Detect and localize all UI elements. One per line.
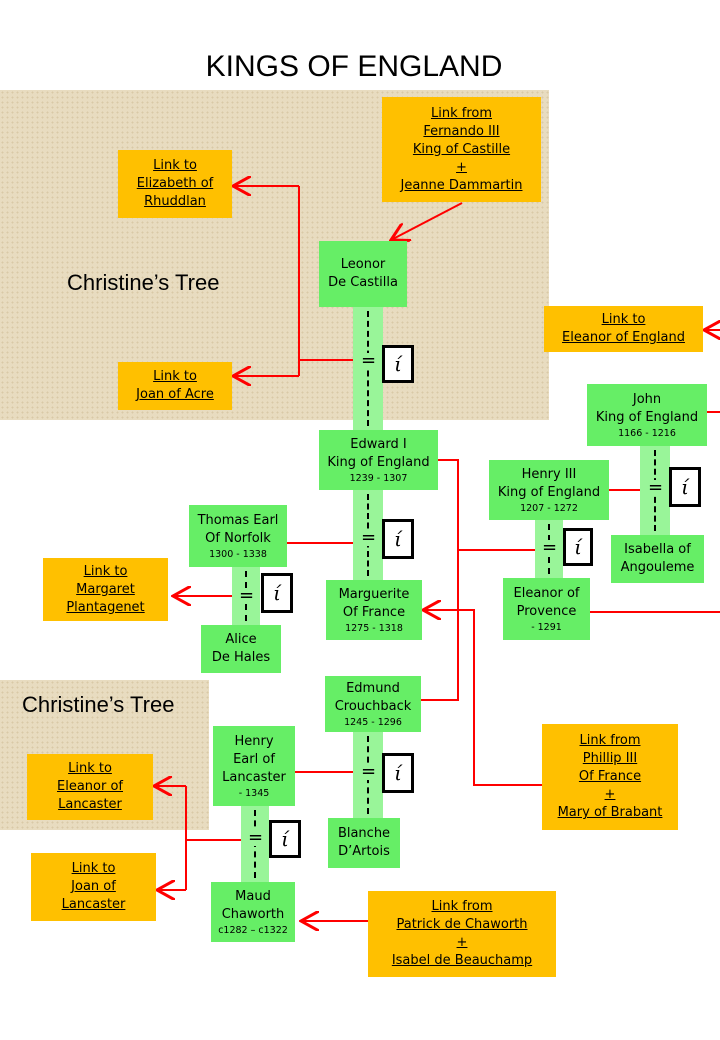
ring-icon: ί [261, 573, 293, 613]
ring-icon: ί [382, 753, 414, 793]
christines-tree-label: Christine’s Tree [67, 270, 220, 295]
ring-icon: ί [563, 528, 593, 566]
marriage-symbol: = [248, 827, 264, 848]
marriage-symbol: = [361, 761, 377, 782]
marriage-symbol: = [361, 527, 377, 548]
marriage-symbol: = [239, 585, 255, 606]
ring-icon: ί [382, 345, 414, 383]
marriage-symbol: = [542, 537, 558, 558]
marriage-symbol: = [361, 350, 377, 371]
marriage-symbol: = [648, 477, 664, 498]
ring-icon: ί [669, 467, 701, 507]
christines-tree-label-2: Christine’s Tree [22, 692, 175, 717]
ring-icon: ί [382, 519, 414, 559]
ring-icon: ί [269, 820, 301, 858]
page-title: KINGS OF ENGLAND [205, 50, 503, 83]
